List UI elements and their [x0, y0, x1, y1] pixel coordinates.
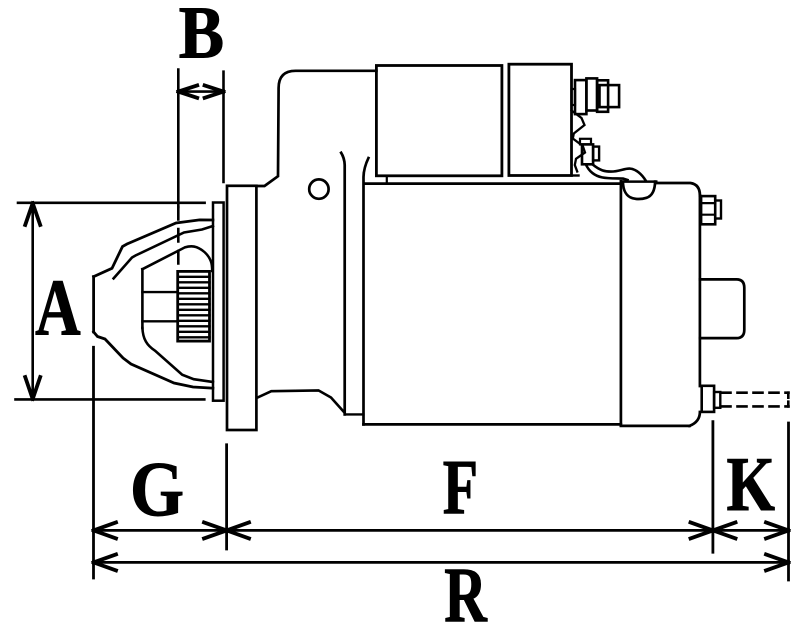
svg-text:K: K	[727, 441, 776, 527]
svg-text:F: F	[443, 443, 478, 530]
svg-text:R: R	[444, 552, 488, 623]
svg-text:B: B	[179, 0, 224, 74]
svg-text:A: A	[35, 263, 81, 353]
svg-text:G: G	[130, 445, 184, 532]
